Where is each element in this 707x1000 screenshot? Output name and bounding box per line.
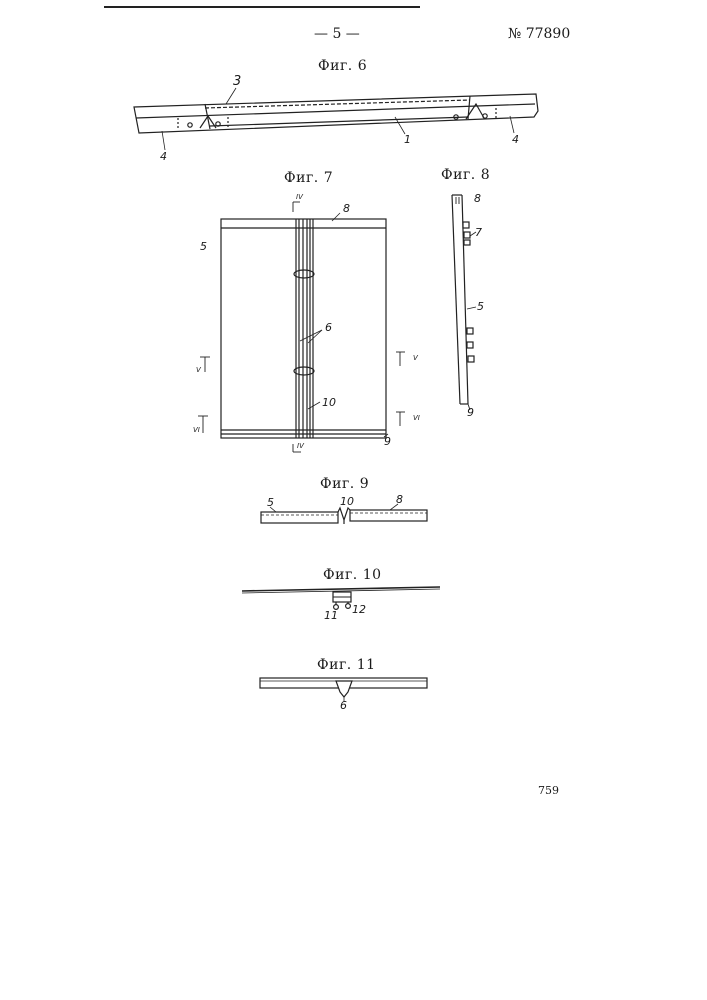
fig7-section-iv-bottom: IV xyxy=(297,442,304,450)
fig7-label-5: 5 xyxy=(200,240,207,253)
fig6-label-4-left: 4 xyxy=(160,150,167,163)
fig7-section-v-right: V xyxy=(413,354,418,362)
fig6-label-4-right: 4 xyxy=(512,133,519,146)
fig11-label-6: 6 xyxy=(340,699,347,712)
fig7-label-8: 8 xyxy=(343,202,350,215)
fig8-label-5: 5 xyxy=(477,300,484,313)
fig9-label-5: 5 xyxy=(267,496,274,509)
fig6-label-3: 3 xyxy=(233,74,241,89)
fig8-label-8: 8 xyxy=(474,192,481,205)
fig8-label-7: 7 xyxy=(475,226,482,239)
fig7-section-vi-right: VI xyxy=(413,414,420,422)
fig7-panel-drawing xyxy=(198,202,405,452)
fig8-side-drawing xyxy=(452,195,476,410)
fig7-section-v-left: V xyxy=(196,366,201,374)
fig9-label-10: 10 xyxy=(340,495,354,508)
fig7-section-iv-top: IV xyxy=(296,193,303,201)
fig9-label-8: 8 xyxy=(396,493,403,506)
page-code: 759 xyxy=(538,784,559,797)
fig6-beam-drawing xyxy=(134,88,538,150)
fig10-label-12: 12 xyxy=(352,603,366,616)
fig7-section-vi-left: VI xyxy=(193,426,200,434)
fig10-label-11: 11 xyxy=(324,609,338,622)
fig7-label-10: 10 xyxy=(322,396,336,409)
fig8-label-9: 9 xyxy=(467,406,474,419)
fig7-label-6: 6 xyxy=(325,321,332,334)
fig10-section-drawing xyxy=(242,587,440,609)
fig6-label-1: 1 xyxy=(404,133,411,146)
fig7-label-9: 9 xyxy=(384,435,391,448)
